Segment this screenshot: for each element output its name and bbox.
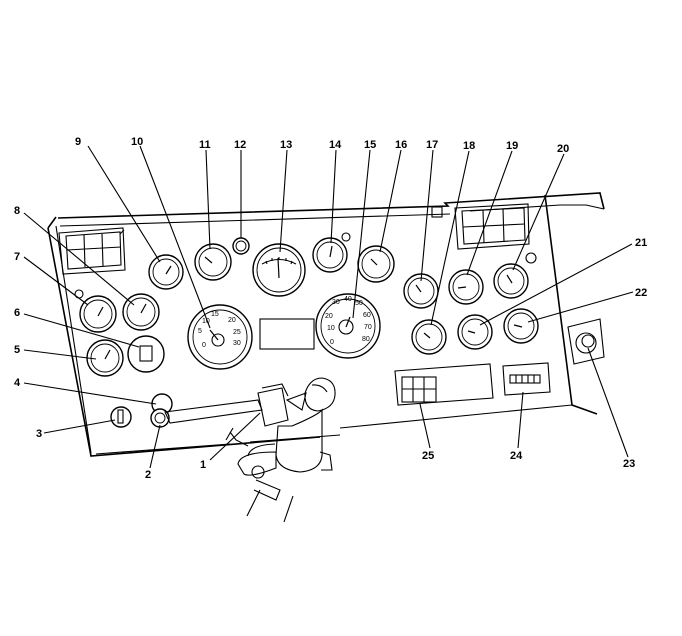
gauge-7 (79, 295, 117, 333)
indicator-light-12 (232, 237, 250, 255)
tachometer-10: 15 10 5 20 25 30 0 (187, 304, 253, 370)
speedo-tick-70: 70 (364, 324, 372, 331)
tach-tick-15: 15 (211, 311, 219, 318)
steering-column-assembly (164, 377, 336, 523)
callout-5: 5 (14, 344, 20, 356)
gauge-22 (503, 308, 539, 344)
tach-tick-25: 25 (233, 329, 241, 336)
gauge-19 (448, 269, 484, 305)
speedo-tick-30: 30 (332, 299, 340, 306)
switch-6 (127, 335, 165, 373)
switch-panel-25 (394, 363, 494, 406)
callout-22: 22 (635, 287, 647, 299)
tach-tick-0: 0 (202, 342, 206, 349)
callout-10: 10 (131, 136, 143, 148)
callout-2: 2 (145, 469, 151, 481)
speedo-tick-50: 50 (355, 300, 363, 307)
display-window (259, 318, 315, 350)
callout-24: 24 (510, 450, 523, 462)
callout-3: 3 (36, 428, 42, 440)
gauge-9 (148, 254, 184, 290)
speedo-tick-10: 10 (327, 325, 335, 332)
callout-16: 16 (395, 139, 407, 151)
gauge-8 (122, 293, 160, 331)
switch-bank-24 (502, 362, 551, 396)
callout-21: 21 (635, 237, 647, 249)
callout-1: 1 (200, 459, 206, 471)
dashboard-panel (47, 192, 605, 457)
gauge-18 (411, 319, 447, 355)
speedo-tick-20: 20 (325, 313, 333, 320)
tach-tick-5: 5 (198, 328, 202, 335)
speedometer-15: 30 40 50 60 70 80 20 10 0 (315, 293, 381, 359)
leader-lines (23, 145, 634, 469)
callout-20: 20 (557, 143, 569, 155)
callout-17: 17 (426, 139, 438, 151)
callout-8: 8 (14, 205, 20, 217)
tach-tick-30: 30 (233, 340, 241, 347)
gauge-14 (312, 237, 348, 273)
callout-14: 14 (329, 139, 342, 151)
callout-4: 4 (14, 377, 21, 389)
callout-18: 18 (463, 140, 475, 152)
callout-12: 12 (234, 139, 246, 151)
callout-25: 25 (422, 450, 434, 462)
tach-tick-20: 20 (228, 317, 236, 324)
switch-3 (110, 406, 132, 428)
control-knob-23 (567, 318, 605, 365)
callout-labels: 9 10 11 12 13 14 15 16 17 18 19 20 21 22… (14, 136, 647, 481)
gauge-16 (357, 245, 395, 283)
speedo-tick-40: 40 (344, 296, 352, 303)
gauge-11 (194, 243, 232, 281)
callout-19: 19 (506, 140, 518, 152)
callout-7: 7 (14, 251, 20, 263)
tach-tick-10: 10 (202, 318, 210, 325)
callout-11: 11 (199, 139, 211, 151)
speedo-tick-80: 80 (362, 336, 370, 343)
speedo-tick-0: 0 (330, 339, 334, 346)
gauge-13 (252, 243, 306, 297)
callout-23: 23 (623, 458, 635, 470)
speedo-tick-60: 60 (363, 312, 371, 319)
indicator-lamp-center (341, 232, 351, 242)
callout-6: 6 (14, 307, 20, 319)
callout-9: 9 (75, 136, 81, 148)
gauge-21 (457, 314, 493, 350)
left-air-vent (58, 227, 126, 275)
callout-15: 15 (364, 139, 376, 151)
right-air-vent (431, 203, 537, 264)
gauge-20 (493, 263, 529, 299)
callout-13: 13 (280, 139, 292, 151)
